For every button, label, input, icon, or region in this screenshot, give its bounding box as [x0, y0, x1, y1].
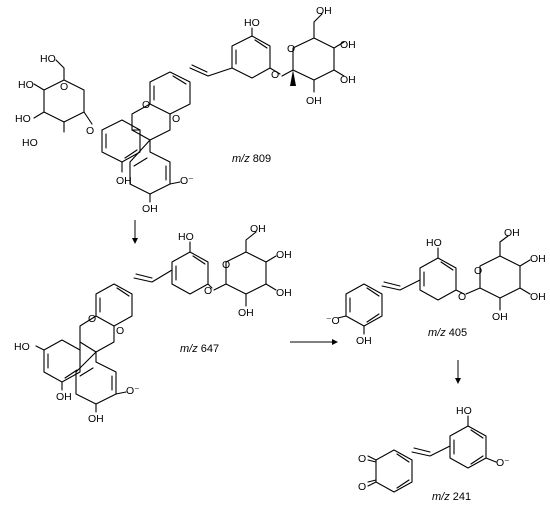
compound-809-label-o-dioxane-2: O: [172, 113, 180, 125]
compound-405-label-oh-1: OH: [530, 253, 546, 265]
arrow-647-to-405: [290, 339, 338, 345]
compound-809-label-ominus: O⁻: [180, 175, 194, 187]
compound-809-label-ho-glc: HO: [40, 53, 56, 65]
compound-647-label-o-link: O: [204, 285, 212, 297]
compound-647-label-o-dioxane-1: O: [88, 313, 96, 325]
compound-809-label-ho-top: HO: [244, 17, 260, 29]
compound-405-label-oh-3: OH: [492, 311, 508, 323]
compound-647-label-oh-1: OH: [276, 249, 292, 261]
compound-647-label-ho-res: HO: [14, 341, 30, 353]
compound-809-label-ho-2: HO: [18, 79, 34, 91]
compound-647-label-oh-3: OH: [238, 307, 254, 319]
compound-809-label-o-link-2: O: [86, 125, 94, 137]
compound-809-label-o-ring-2: O: [60, 81, 68, 93]
compound-809-label-oh-3: OH: [306, 95, 322, 107]
compound-647-label-oh-res: OH: [56, 391, 72, 403]
compound-809-mz: m/z 809: [232, 153, 271, 165]
compound-647-label-oh-cat: OH: [88, 413, 104, 425]
compound-647-label-ominus: O⁻: [126, 385, 140, 397]
compound-809-label-oh-2: OH: [340, 74, 356, 86]
compound-809-label-oh-res: OH: [116, 175, 132, 187]
compound-405-structure: [337, 235, 531, 335]
compound-809-structure: [33, 13, 345, 203]
compound-405-label-minuso: ⁻O: [326, 315, 340, 327]
compound-809-label-ho-1: HO: [15, 113, 31, 125]
compound-809-label-o-link-1: O: [271, 69, 279, 81]
compound-405-label-ho-top: HO: [426, 237, 442, 249]
compound-405-label-oh-top: OH: [504, 227, 520, 239]
compound-809-label-oh-1: OH: [340, 39, 356, 51]
compound-241-label-o-2: O: [358, 481, 366, 493]
arrow-405-to-241: [455, 360, 461, 384]
compound-647-label-oh-top: OH: [250, 223, 266, 235]
compound-809-label-o-dioxane-1: O: [142, 99, 150, 111]
compound-241-label-ominus: O⁻: [496, 457, 510, 469]
compound-809-label-oh-top: OH: [316, 5, 332, 17]
compound-241-label-o-1: O: [358, 453, 366, 465]
compound-241-label-ho: HO: [456, 405, 472, 417]
compound-405-label-oh: OH: [356, 335, 372, 347]
compound-241-mz: m/z 241: [432, 491, 471, 503]
compound-647-label-ho-top: HO: [178, 231, 194, 243]
compound-647-mz: m/z 647: [180, 343, 219, 355]
compound-647-label-oh-2: OH: [276, 287, 292, 299]
compound-809-label-oh-cat: OH: [142, 203, 158, 215]
compound-405-label-o-ring: O: [474, 265, 482, 277]
compound-809-label-ho-3: HO: [22, 137, 38, 149]
arrow-809-to-647: [132, 220, 138, 244]
compound-405-mz: m/z 405: [428, 327, 467, 339]
compound-647-label-o-dioxane-2: O: [116, 325, 124, 337]
compound-809-label-o-ring-1: O: [287, 43, 295, 55]
compound-647-structure: [35, 231, 277, 413]
compound-405-label-o-link: O: [458, 291, 466, 303]
compound-405-label-oh-2: OH: [530, 291, 546, 303]
compound-241-structure: [367, 415, 497, 493]
compound-647-label-o-ring: O: [222, 259, 230, 271]
